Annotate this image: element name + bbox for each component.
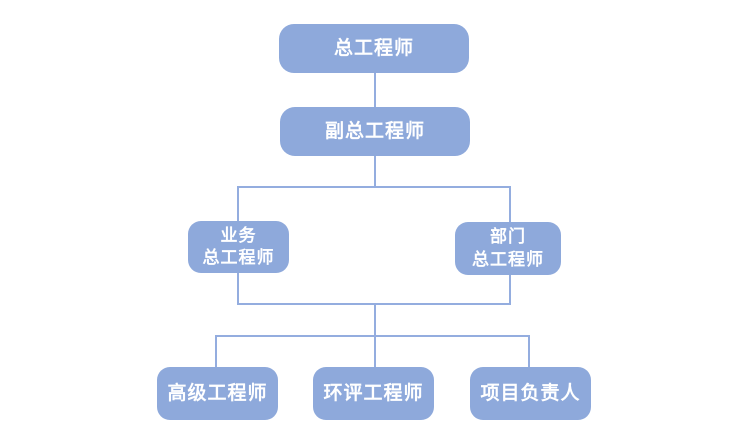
connector-bottom-horizontal [215, 335, 530, 337]
connector-drop-to-senior-engineer [215, 335, 217, 367]
node-eia-engineer: 环评工程师 [313, 367, 434, 420]
connector-department-chief-down [509, 274, 511, 305]
connector-deputy-to-branch [374, 155, 376, 188]
node-project-leader: 项目负责人 [470, 367, 591, 420]
node-deputy-chief-engineer: 副总工程师 [280, 107, 470, 156]
connector-drop-to-business-chief [237, 186, 239, 222]
node-business-chief-engineer: 业务 总工程师 [188, 221, 289, 273]
node-department-chief-engineer: 部门 总工程师 [455, 222, 561, 275]
node-chief-engineer: 总工程师 [279, 24, 469, 73]
connector-chief-to-deputy [374, 72, 376, 108]
connector-branch-top-horizontal [237, 186, 511, 188]
connector-drop-to-department-chief [509, 186, 511, 224]
connector-drop-to-project-leader [528, 335, 530, 367]
connector-business-chief-down [237, 272, 239, 305]
node-senior-engineer: 高级工程师 [157, 367, 278, 420]
